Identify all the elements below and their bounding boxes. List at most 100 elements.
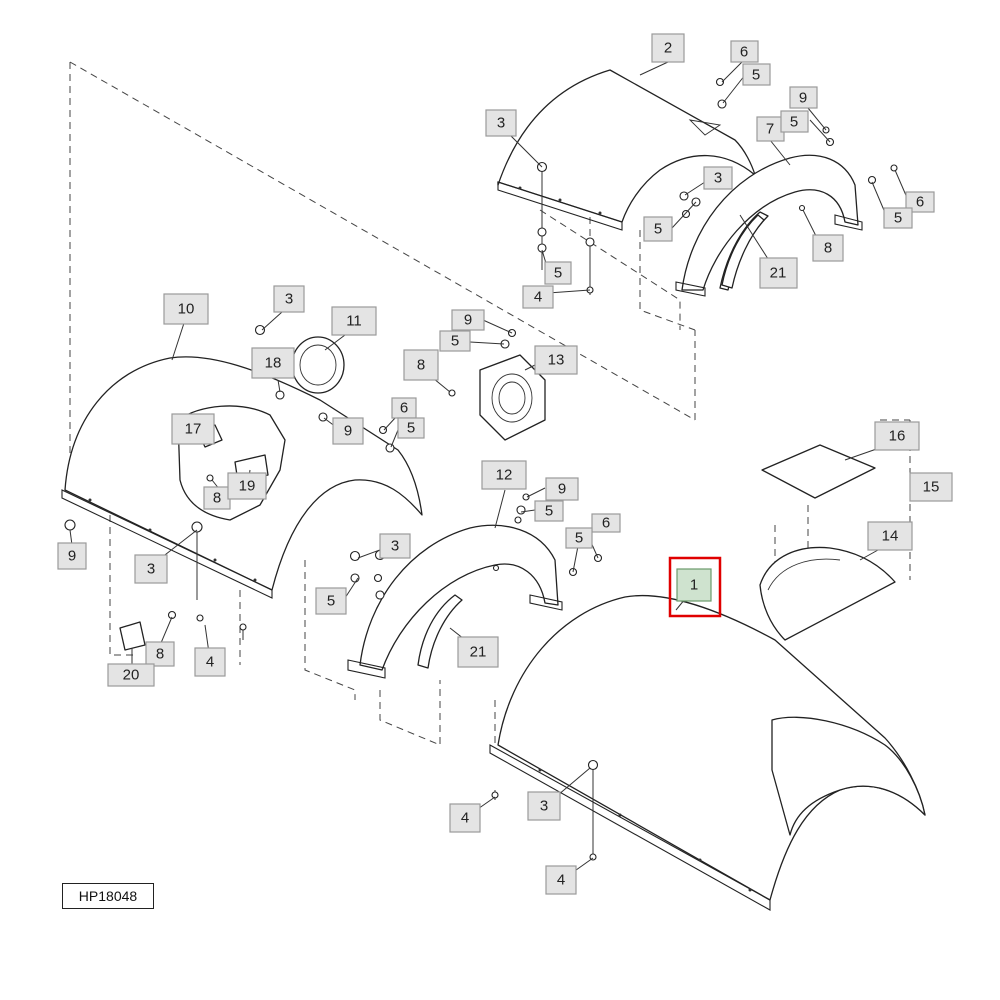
callout-3[interactable]: 3 (485, 109, 517, 137)
callout-9[interactable]: 9 (332, 417, 364, 445)
callout-3[interactable]: 3 (134, 554, 168, 584)
round-cover-11 (291, 336, 345, 394)
callout-label: 14 (882, 528, 899, 545)
callout-16[interactable]: 16 (874, 421, 920, 451)
callout-label: 13 (548, 352, 565, 369)
callout-3[interactable]: 3 (379, 533, 411, 559)
callout-9[interactable]: 9 (451, 309, 485, 331)
selected-part-highlight (668, 556, 722, 618)
callout-5[interactable]: 5 (439, 330, 471, 352)
callout-label: 9 (799, 90, 807, 107)
callout-15[interactable]: 15 (909, 472, 953, 502)
callout-label: 6 (740, 44, 748, 61)
callout-label: 5 (451, 333, 459, 350)
callout-label: 5 (554, 265, 562, 282)
callout-5[interactable]: 5 (397, 417, 425, 439)
callout-label: 5 (894, 210, 902, 227)
callout-label: 5 (575, 530, 583, 547)
callout-label: 20 (123, 667, 140, 684)
callout-4[interactable]: 4 (194, 647, 226, 677)
callout-5[interactable]: 5 (565, 527, 593, 549)
callout-6[interactable]: 6 (391, 397, 417, 419)
callout-label: 21 (770, 265, 787, 282)
callout-label: 5 (407, 420, 415, 437)
callout-4[interactable]: 4 (522, 285, 554, 309)
callout-5[interactable]: 5 (643, 216, 673, 242)
callout-label: 5 (790, 114, 798, 131)
callout-12[interactable]: 12 (481, 460, 527, 490)
callout-3[interactable]: 3 (273, 285, 305, 313)
callout-label: 3 (714, 170, 722, 187)
callout-9[interactable]: 9 (789, 86, 818, 109)
callout-17[interactable]: 17 (171, 413, 215, 445)
callout-label: 9 (464, 312, 472, 329)
callout-5[interactable]: 5 (544, 261, 572, 285)
callout-label: 12 (496, 467, 513, 484)
callout-5[interactable]: 5 (534, 500, 564, 522)
callout-label: 5 (545, 503, 553, 520)
callout-label: 2 (664, 40, 672, 57)
callout-1-selected[interactable]: 1 (676, 568, 712, 602)
callout-5[interactable]: 5 (742, 63, 771, 86)
callout-label: 4 (557, 872, 565, 889)
callout-label: 3 (285, 291, 293, 308)
callout-label: 4 (534, 289, 542, 306)
callout-label: 5 (654, 221, 662, 238)
callout-label: 3 (497, 115, 505, 132)
callout-label: 3 (391, 538, 399, 555)
callout-13[interactable]: 13 (534, 345, 578, 375)
callout-label: 9 (68, 548, 76, 565)
callout-label: 6 (400, 400, 408, 417)
callout-label: 18 (265, 355, 282, 372)
callout-19[interactable]: 19 (227, 472, 267, 500)
wear-strip-21-upper (721, 214, 765, 289)
callout-label: 3 (540, 798, 548, 815)
callout-20[interactable]: 20 (107, 663, 155, 687)
callout-9[interactable]: 9 (57, 542, 87, 570)
callout-21[interactable]: 21 (457, 636, 499, 668)
callout-14[interactable]: 14 (867, 521, 913, 551)
wear-strip-21-lower (417, 594, 463, 669)
callout-label: 16 (889, 428, 906, 445)
callout-3[interactable]: 3 (703, 166, 733, 190)
callout-label: 6 (602, 515, 610, 532)
callout-8[interactable]: 8 (145, 641, 175, 667)
center-arch-bracket (347, 524, 563, 679)
callout-label: 8 (156, 646, 164, 663)
callout-8[interactable]: 8 (812, 234, 844, 262)
callout-5[interactable]: 5 (780, 110, 809, 133)
callout-4[interactable]: 4 (449, 803, 481, 833)
callout-6[interactable]: 6 (591, 513, 621, 533)
callout-2[interactable]: 2 (651, 33, 685, 63)
callout-label: 8 (213, 490, 221, 507)
callout-9[interactable]: 9 (545, 477, 579, 501)
callout-label: 5 (752, 67, 760, 84)
callout-label: 4 (461, 810, 469, 827)
bearing-plate-13 (479, 354, 546, 441)
callout-6[interactable]: 6 (905, 191, 935, 213)
cover-plate-16 (761, 444, 876, 499)
callout-4[interactable]: 4 (545, 865, 577, 895)
callout-label: 9 (558, 481, 566, 498)
callout-6[interactable]: 6 (730, 40, 759, 63)
callout-label: 3 (147, 561, 155, 578)
callout-5[interactable]: 5 (883, 207, 913, 229)
callout-5[interactable]: 5 (315, 587, 347, 615)
callout-label: 19 (239, 478, 256, 495)
upper-rear-shield (497, 69, 756, 231)
callout-8[interactable]: 8 (403, 349, 439, 381)
callout-8[interactable]: 8 (203, 486, 231, 510)
callout-11[interactable]: 11 (331, 306, 377, 336)
callout-label: 4 (206, 654, 214, 671)
callout-label: 5 (327, 593, 335, 610)
callout-10[interactable]: 10 (163, 293, 209, 325)
callout-7[interactable]: 7 (756, 116, 785, 142)
callout-label: 15 (923, 479, 940, 496)
callout-label: 8 (824, 240, 832, 257)
callout-3[interactable]: 3 (527, 791, 561, 821)
callout-21[interactable]: 21 (759, 257, 798, 289)
callout-18[interactable]: 18 (251, 347, 295, 379)
figure-id-label: HP18048 (62, 883, 154, 909)
callout-label: 17 (185, 421, 202, 438)
